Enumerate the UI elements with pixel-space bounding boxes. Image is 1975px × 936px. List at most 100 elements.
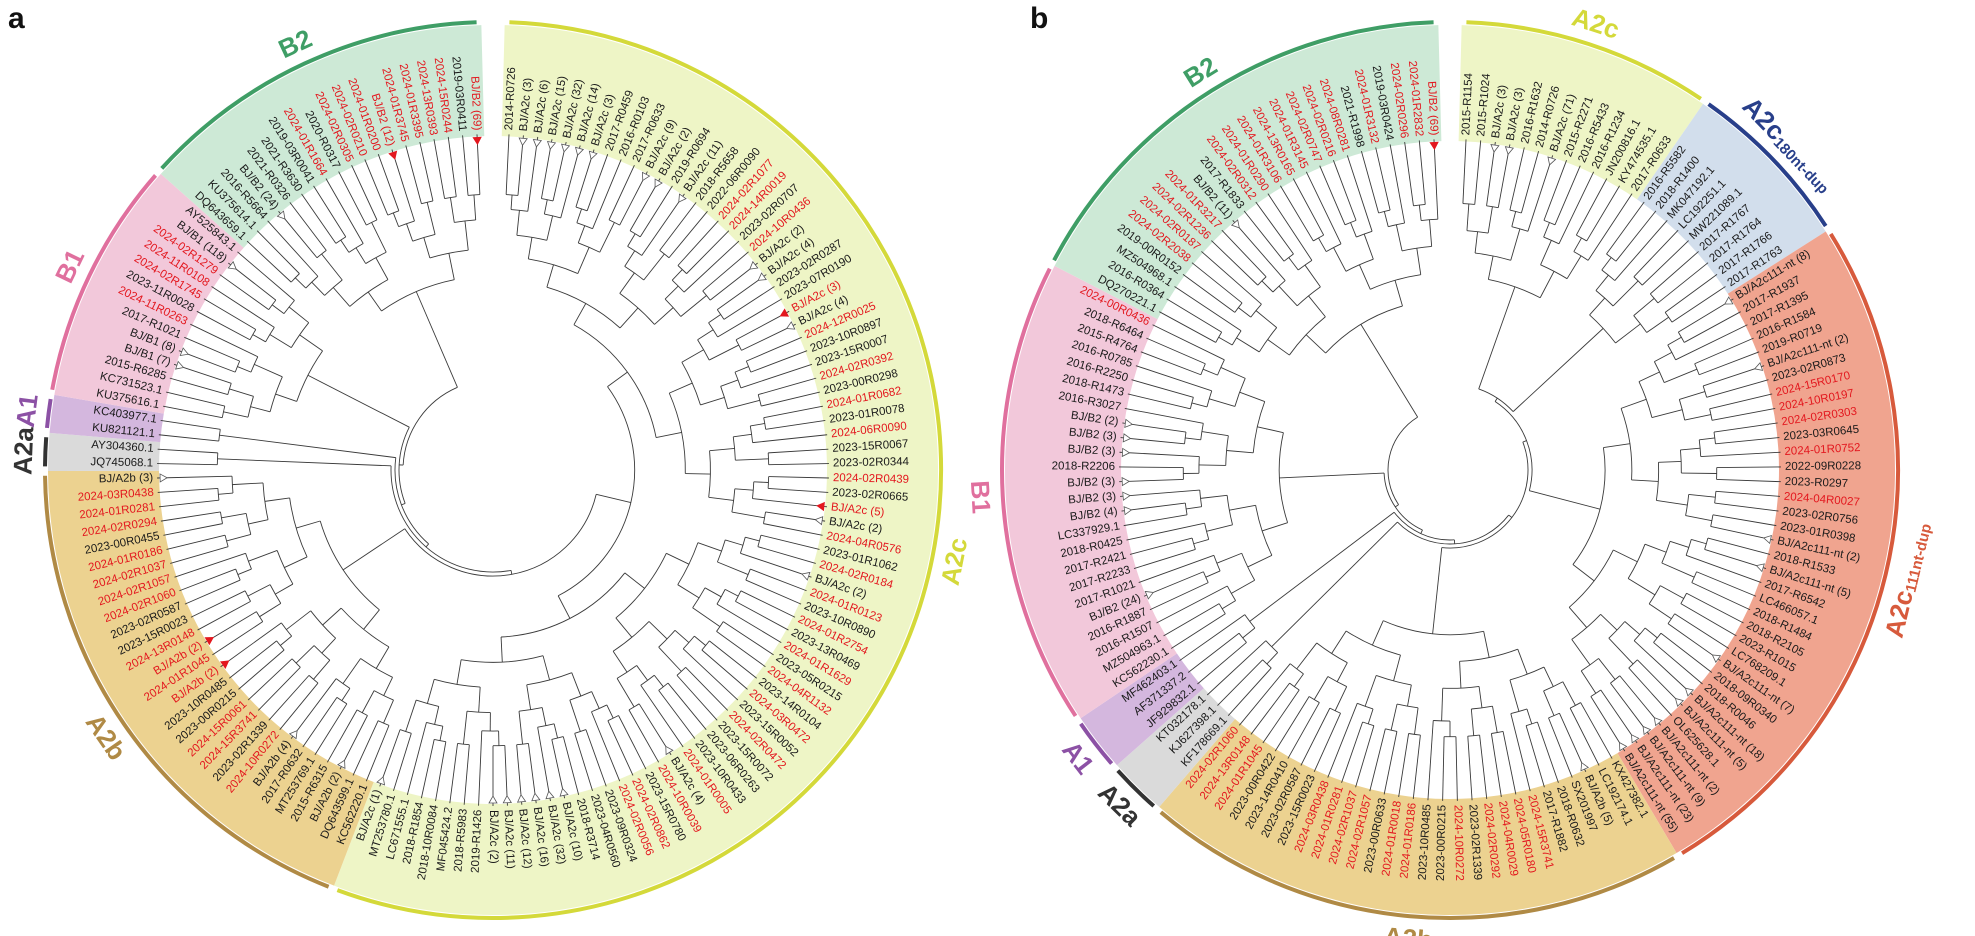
backbone-branch: [1494, 397, 1498, 402]
branch: [708, 496, 734, 501]
clade-sublabel: 111nt-dup: [1902, 522, 1935, 594]
tip-label: BJ/B2 (69): [1425, 81, 1440, 136]
collapsed-node-marker: [1122, 491, 1131, 501]
branch: [571, 672, 582, 697]
branch: [1412, 735, 1421, 800]
branch: [1654, 351, 1673, 363]
branch: [478, 730, 483, 806]
branch: [541, 707, 547, 726]
branch: [1646, 316, 1669, 333]
branch-arc: [624, 265, 645, 281]
branch: [1601, 257, 1612, 271]
branch: [275, 583, 294, 595]
branch: [1562, 681, 1576, 706]
branch: [708, 344, 739, 361]
branch-arc: [1226, 495, 1233, 525]
branch-arc: [444, 196, 457, 199]
branch: [223, 411, 249, 418]
branch: [694, 635, 706, 646]
branch: [1152, 324, 1225, 361]
branch: [1615, 323, 1641, 344]
branch: [664, 285, 679, 300]
branch: [325, 178, 364, 244]
branch: [758, 377, 817, 396]
collapsed-node-marker: [1753, 362, 1764, 371]
tip-label: 2023-00R0215: [1435, 805, 1449, 881]
branch: [1395, 224, 1403, 251]
branch: [1262, 689, 1300, 744]
collapsed-node-marker: [337, 759, 346, 769]
branch: [1126, 522, 1205, 541]
branch: [586, 154, 609, 211]
branch: [682, 648, 739, 701]
branch: [505, 134, 510, 195]
tip-label: 2024-10R0272: [1451, 805, 1465, 881]
backbone-branch: [1279, 472, 1385, 479]
backbone-arc: [394, 457, 429, 545]
branch: [1490, 733, 1502, 798]
branch: [750, 423, 765, 427]
branch: [1313, 713, 1341, 773]
branch: [1543, 690, 1555, 716]
branch: [1238, 663, 1291, 726]
tip-label: BJ/B2 (3): [1067, 476, 1115, 490]
branch-arc: [668, 392, 686, 474]
branch: [717, 298, 783, 338]
branch: [591, 711, 621, 782]
branch-arc: [1510, 708, 1528, 715]
branch-arc: [1257, 276, 1267, 286]
branch: [1691, 538, 1707, 545]
branch: [219, 274, 269, 310]
collapsed-node-marker: [532, 138, 543, 148]
branch: [157, 487, 218, 493]
branch-arc: [1204, 523, 1210, 540]
branch-arc: [1653, 361, 1665, 383]
branch-arc: [316, 250, 327, 259]
branch-arc: [426, 721, 443, 727]
branch-arc: [1206, 390, 1213, 408]
backbone-branch: [1508, 514, 1513, 518]
branch: [619, 272, 635, 294]
clade-label-A2c: A2c: [935, 535, 974, 588]
collapsed-node-marker: [1121, 476, 1131, 487]
branch: [1698, 351, 1760, 376]
branch-arc: [1408, 733, 1421, 736]
branch: [618, 715, 647, 770]
branch: [1433, 139, 1439, 220]
branch: [1288, 257, 1299, 271]
branch: [1510, 228, 1521, 261]
branch: [599, 222, 615, 253]
branch: [229, 640, 277, 679]
branch: [462, 135, 469, 196]
branch: [1502, 731, 1517, 795]
branch-arc: [708, 322, 718, 338]
branch: [1119, 466, 1184, 469]
branch: [321, 637, 336, 654]
branch: [1394, 280, 1403, 307]
clade-shade-B2: [1054, 25, 1442, 320]
clade-arc-A2c: [336, 20, 944, 920]
branch: [1267, 339, 1290, 356]
branch: [1418, 140, 1426, 205]
branch-arc: [664, 298, 682, 317]
tip-label: AY304360.1: [91, 439, 154, 455]
tip-label: BJ/A2c (11): [502, 809, 517, 869]
clade-arc-A2a: [43, 437, 49, 467]
branch: [1292, 178, 1325, 236]
branch: [1474, 140, 1482, 205]
branch: [296, 520, 321, 529]
branch-arc: [659, 250, 670, 259]
branch-arc: [269, 376, 283, 412]
branch: [768, 463, 829, 466]
branch: [367, 291, 382, 312]
branch: [375, 646, 390, 669]
branch: [1684, 414, 1711, 421]
branch: [723, 621, 774, 656]
branch: [643, 253, 665, 281]
collapsed-node-marker: [785, 321, 796, 330]
tip-label: BJ/A2c (2): [487, 810, 499, 864]
clade-shade-A2c: [334, 25, 938, 915]
collapsed-node-marker: [574, 146, 585, 156]
branch: [653, 674, 664, 688]
backbone-branch: [1529, 490, 1601, 510]
